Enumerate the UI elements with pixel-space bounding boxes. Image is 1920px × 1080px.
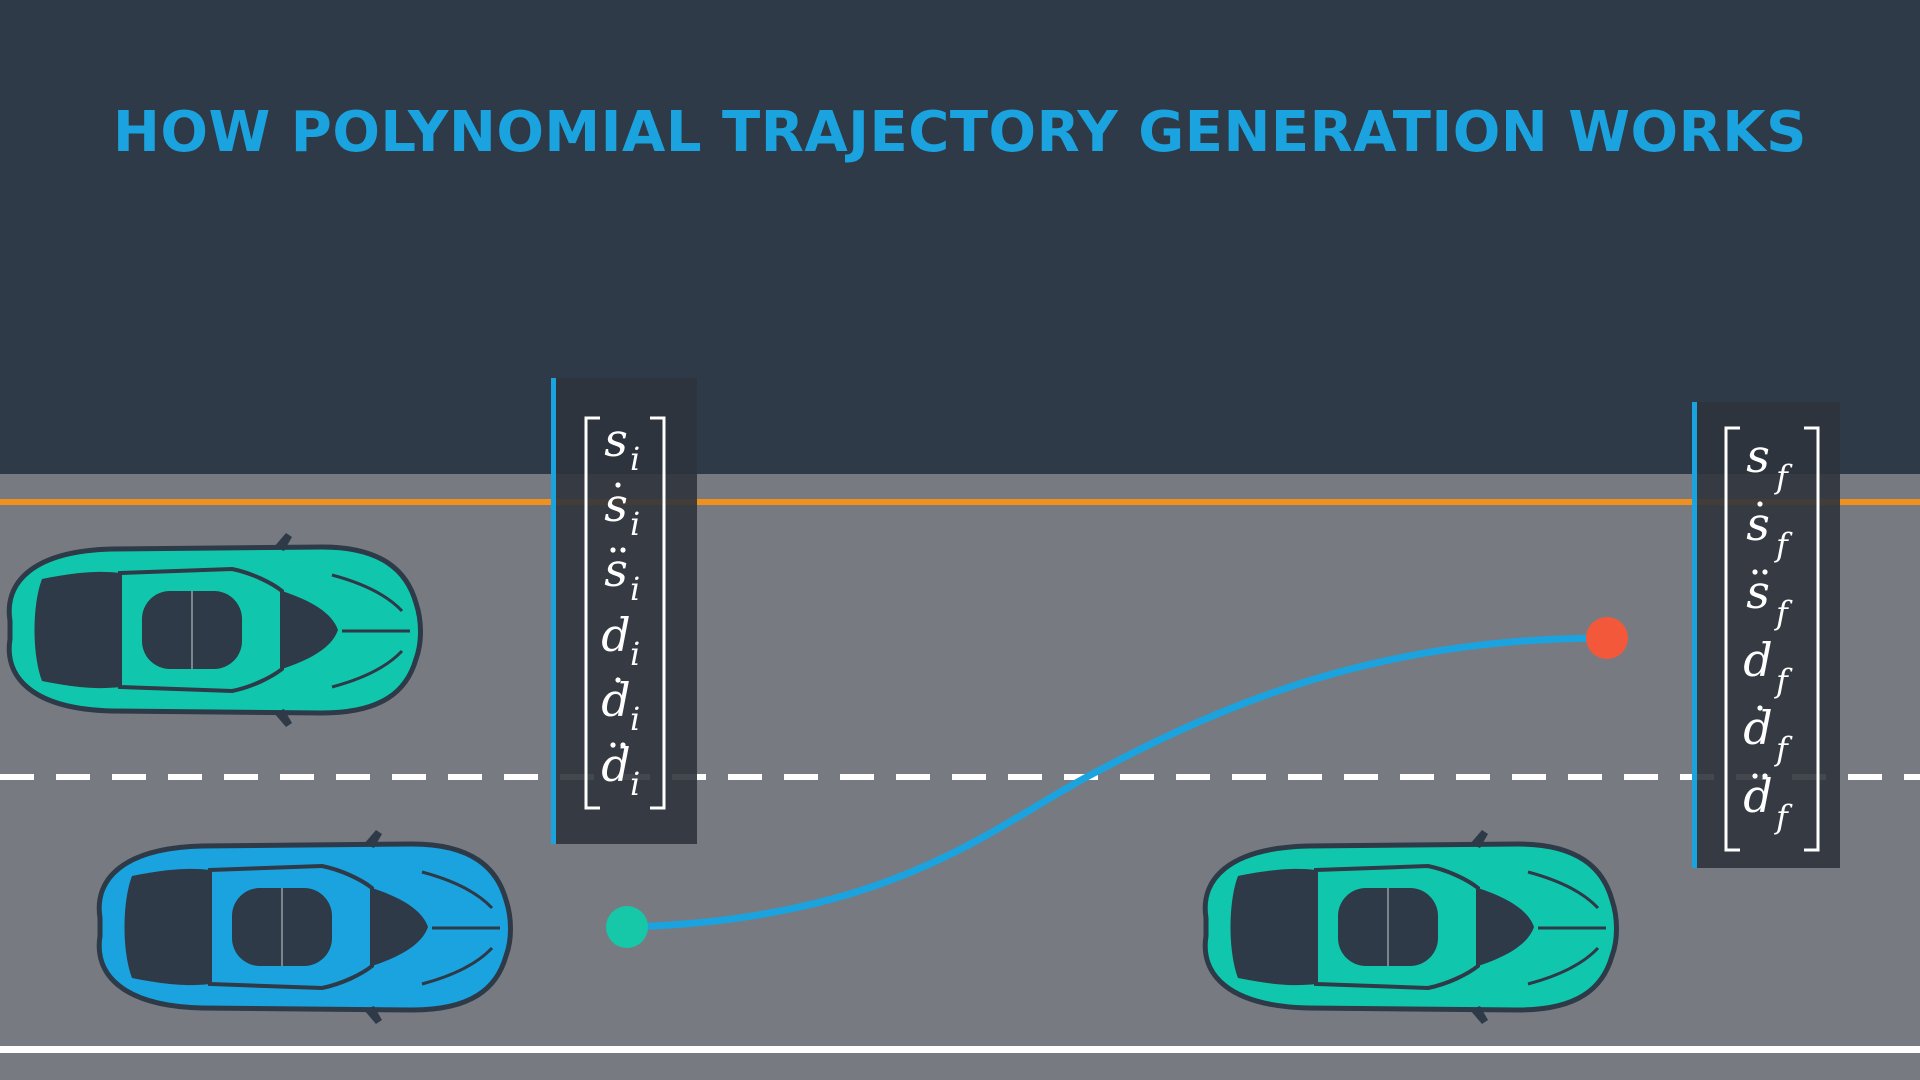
state-subscript: i <box>630 440 640 478</box>
ego-car-icon <box>99 830 510 1024</box>
derivative-dot <box>1762 569 1768 575</box>
right-bracket <box>650 416 666 810</box>
state-symbol: d <box>601 673 630 727</box>
page-title: HOW POLYNOMIAL TRAJECTORY GENERATION WOR… <box>113 100 1807 165</box>
state-symbol: s <box>1746 565 1770 619</box>
derivative-dot <box>620 742 626 748</box>
derivative-dot <box>615 677 621 683</box>
vector-accent-bar <box>551 378 556 844</box>
derivative-dot <box>1752 773 1758 779</box>
state-subscript: i <box>630 700 640 738</box>
state-symbol: s <box>604 543 628 597</box>
state-symbol: d <box>601 608 630 662</box>
derivative-dot <box>610 547 616 553</box>
derivative-dot <box>615 482 621 488</box>
state-symbol: d <box>601 738 630 792</box>
derivative-dot <box>1757 705 1763 711</box>
start-point-marker <box>606 906 648 948</box>
vector-accent-bar <box>1692 402 1697 868</box>
state-symbol: d <box>1743 701 1772 755</box>
state-symbol: d <box>1743 633 1772 687</box>
state-symbol: s <box>604 413 628 467</box>
end-point-marker <box>1586 617 1628 659</box>
derivative-dot <box>1762 773 1768 779</box>
state-subscript: i <box>630 765 640 803</box>
derivative-dot <box>1757 501 1763 507</box>
other-car-icon <box>1205 830 1616 1024</box>
derivative-dot <box>1752 569 1758 575</box>
state-symbol: s <box>604 478 628 532</box>
road-shoulder-line <box>0 1046 1920 1053</box>
state-subscript: i <box>630 635 640 673</box>
state-subscript: i <box>630 570 640 608</box>
road-edge-line <box>0 499 1920 505</box>
derivative-dot <box>620 547 626 553</box>
derivative-dot <box>610 742 616 748</box>
other-car-icon <box>9 533 420 727</box>
state-symbol: s <box>1746 429 1770 483</box>
state-subscript: i <box>630 505 640 543</box>
left-bracket <box>1724 426 1740 852</box>
left-bracket <box>584 416 600 810</box>
state-symbol: d <box>1743 769 1772 823</box>
trajectory-path <box>623 634 1611 931</box>
right-bracket <box>1804 426 1820 852</box>
state-symbol: s <box>1746 497 1770 551</box>
